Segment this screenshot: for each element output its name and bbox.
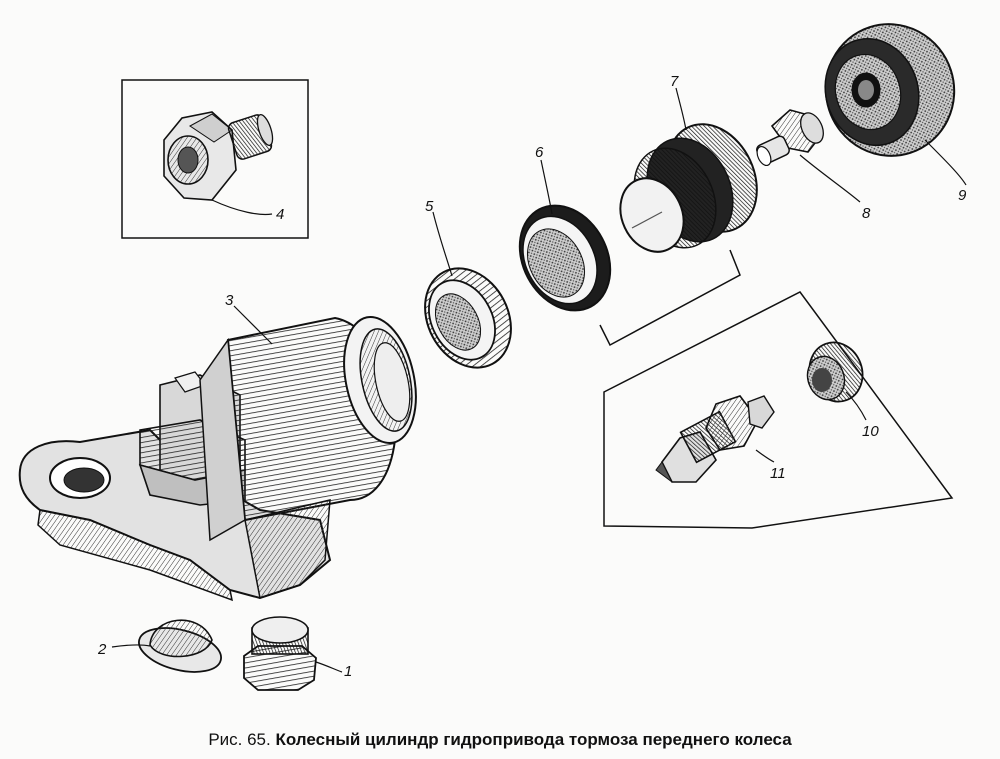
part-label-7: 7 [670, 73, 679, 90]
part-label-4: 4 [276, 206, 284, 223]
part-6-ring [518, 204, 612, 312]
part-label-5: 5 [425, 198, 434, 215]
leader-line-6 [540, 159, 553, 215]
leader-line-10 [845, 391, 867, 421]
leader-line-5 [432, 211, 453, 277]
part-4-adapter-fitting [163, 111, 274, 201]
part-1-plug [243, 616, 317, 691]
part-3-cylinder-body [18, 316, 417, 602]
part-10-bleeder-cap [806, 341, 864, 403]
part-8-pusher-pin [756, 109, 824, 167]
leader-line-2 [111, 644, 151, 648]
figure-caption-number: Рис. 65. [208, 730, 271, 749]
leader-line-9 [924, 139, 967, 186]
part-5-cup-seal [424, 267, 512, 369]
leader-line-7 [675, 87, 687, 131]
inset-box-part-4 [121, 79, 309, 239]
part-11-bleeder-valve [655, 395, 775, 483]
leader-line-3 [233, 305, 273, 345]
leader-lines [111, 87, 967, 673]
part-label-10: 10 [862, 423, 879, 440]
inset-box-parts-10-11 [603, 291, 954, 529]
leader-line-4 [211, 199, 273, 216]
figure-caption-title: Колесный цилиндр гидропривода тормоза пе… [275, 730, 792, 749]
leader-line-11 [755, 449, 775, 463]
leader-line-1 [315, 661, 343, 673]
leader-line-8 [799, 154, 861, 203]
part-labels: 1 2 3 4 5 6 7 8 9 10 11 [97, 73, 967, 680]
figure-caption: Рис. 65. Колесный цилиндр гидропривода т… [0, 730, 1000, 750]
part-2-dust-cap [138, 619, 222, 673]
part-label-2: 2 [97, 641, 107, 658]
part-label-3: 3 [225, 292, 234, 309]
part-7-piston [619, 123, 758, 253]
part-label-1: 1 [344, 663, 352, 680]
part-label-6: 6 [535, 144, 544, 161]
assembly-bracket-5-6-7 [599, 249, 741, 347]
part-label-8: 8 [862, 205, 871, 222]
part-label-11: 11 [770, 465, 786, 482]
part-label-9: 9 [958, 187, 967, 204]
part-9-protective-boot [824, 23, 956, 157]
